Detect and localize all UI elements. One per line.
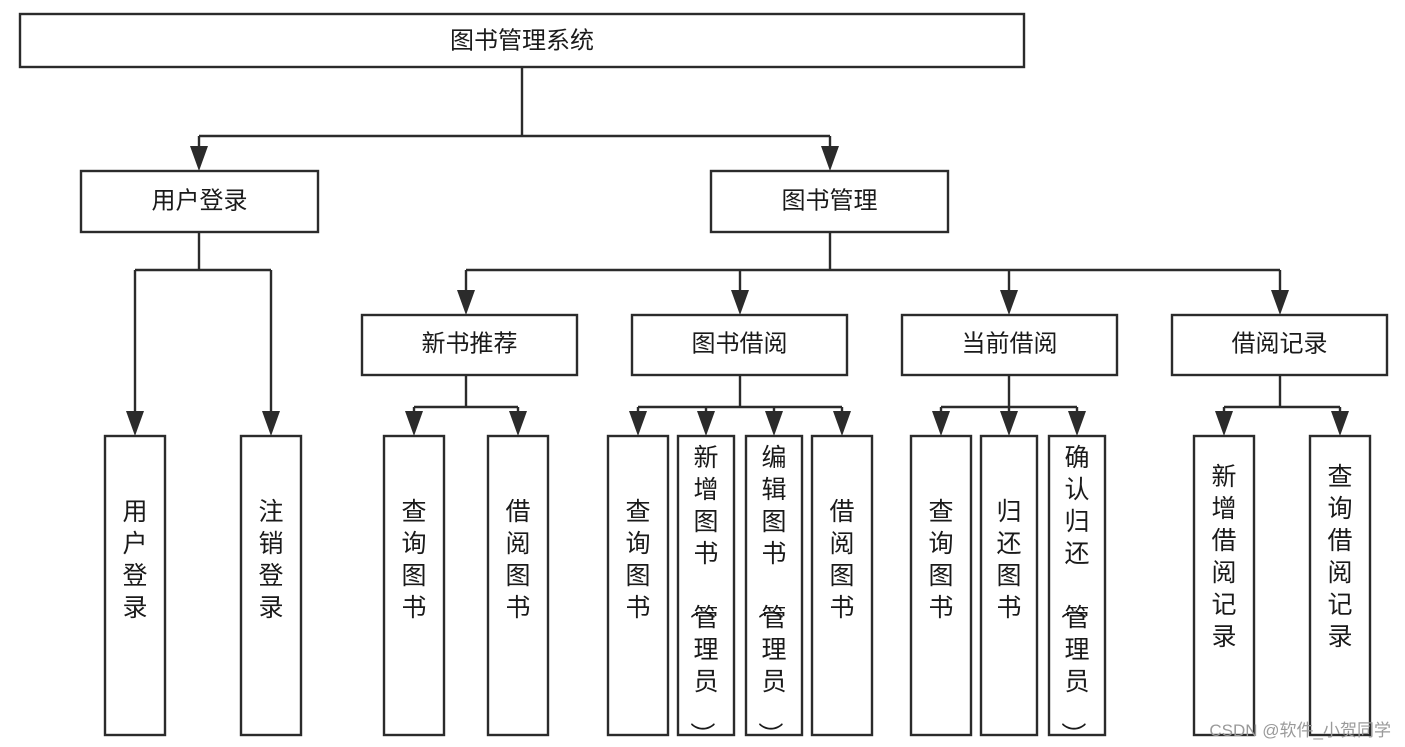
node-leaf-query-book-2-box[interactable]	[606, 434, 670, 737]
arrowhead-to-current-borrow	[1000, 290, 1018, 315]
arrowhead-to-leaf-borrow-book-1	[509, 411, 527, 436]
node-current-borrow-box[interactable]	[900, 313, 1119, 377]
node-leaf-user-login-label: 用户登录	[122, 498, 147, 622]
node-leaf-borrow-book-2-box[interactable]	[810, 434, 874, 737]
node-user-login[interactable]: 用户登录	[79, 169, 320, 234]
arrowhead-to-book-management	[821, 146, 839, 171]
node-book-management[interactable]: 图书管理	[709, 169, 950, 234]
node-user-login-box[interactable]	[79, 169, 320, 234]
node-new-book-recommend[interactable]: 新书推荐	[360, 313, 579, 377]
arrowhead-to-leaf-add-book	[697, 411, 715, 436]
node-leaf-query-book-2[interactable]: 查询图书	[606, 434, 670, 737]
node-book-management-box[interactable]	[709, 169, 950, 234]
node-root-label: 图书管理系统	[450, 27, 594, 54]
node-leaf-edit-book-box[interactable]	[744, 434, 804, 737]
node-leaf-user-login[interactable]: 用户登录	[103, 434, 167, 737]
node-leaf-user-logout-box[interactable]	[239, 434, 303, 737]
node-book-borrow-box[interactable]	[630, 313, 849, 377]
node-leaf-confirm-return[interactable]: 确认归还（管理员）	[1047, 434, 1107, 747]
arrowhead-to-leaf-edit-book	[765, 411, 783, 436]
node-borrow-record[interactable]: 借阅记录	[1170, 313, 1389, 377]
node-leaf-borrow-book-1-box[interactable]	[486, 434, 550, 737]
node-borrow-record-label: 借阅记录	[1232, 330, 1328, 357]
node-user-login-label: 用户登录	[152, 187, 248, 214]
node-leaf-query-book-3[interactable]: 查询图书	[909, 434, 973, 737]
arrowhead-to-leaf-query-book-1	[405, 411, 423, 436]
arrowhead-to-leaf-confirm-return	[1068, 411, 1086, 436]
arrowhead-to-leaf-add-record	[1215, 411, 1233, 436]
node-leaf-add-record[interactable]: 新增借阅记录	[1192, 434, 1256, 737]
node-leaf-query-record-label: 查询借阅记录	[1327, 463, 1352, 651]
connector-new-book-recommend-trunk	[412, 375, 520, 414]
node-leaf-edit-book[interactable]: 编辑图书（管理员）	[744, 434, 804, 747]
node-leaf-return-book-label: 归还图书	[996, 498, 1021, 622]
node-leaf-borrow-book-1-label: 借阅图书	[505, 498, 530, 622]
connector-book-management-trunk	[464, 232, 1282, 292]
node-root[interactable]: 图书管理系统	[18, 12, 1026, 69]
node-leaf-borrow-book-2-label: 借阅图书	[829, 498, 854, 622]
node-new-book-recommend-box[interactable]	[360, 313, 579, 377]
arrowhead-to-book-borrow	[731, 290, 749, 315]
node-leaf-confirm-return-label: 确认归还（管理员）	[1058, 444, 1089, 747]
arrowhead-to-leaf-borrow-book-2	[833, 411, 851, 436]
node-leaf-query-book-2-label: 查询图书	[625, 498, 650, 622]
connector-borrow-record-trunk	[1222, 375, 1342, 414]
node-current-borrow-label: 当前借阅	[962, 330, 1058, 357]
arrowhead-to-leaf-user-login	[126, 411, 144, 436]
connector-current-borrow-trunk	[939, 375, 1079, 414]
arrowhead-to-leaf-return-book	[1000, 411, 1018, 436]
node-leaf-return-book[interactable]: 归还图书	[979, 434, 1039, 737]
node-leaf-query-book-1-label: 查询图书	[401, 498, 426, 622]
node-book-borrow[interactable]: 图书借阅	[630, 313, 849, 377]
arrowhead-to-leaf-query-record	[1331, 411, 1349, 436]
node-current-borrow[interactable]: 当前借阅	[900, 313, 1119, 377]
node-leaf-edit-book-label: 编辑图书（管理员）	[755, 444, 786, 747]
node-leaf-query-book-1-box[interactable]	[382, 434, 446, 737]
node-leaf-add-book-box[interactable]	[676, 434, 736, 737]
node-leaf-borrow-book-2[interactable]: 借阅图书	[810, 434, 874, 737]
arrowhead-to-leaf-user-logout	[262, 411, 280, 436]
node-book-management-label: 图书管理	[782, 187, 878, 214]
node-leaf-query-book-1[interactable]: 查询图书	[382, 434, 446, 737]
connector-book-borrow-trunk	[636, 375, 844, 414]
node-leaf-add-book[interactable]: 新增图书（管理员）	[676, 434, 736, 747]
node-leaf-query-book-3-box[interactable]	[909, 434, 973, 737]
connector-user-login-trunk	[133, 232, 273, 412]
node-root-box[interactable]	[18, 12, 1026, 69]
node-leaf-add-record-box[interactable]	[1192, 434, 1256, 737]
node-leaf-borrow-book-1[interactable]: 借阅图书	[486, 434, 550, 737]
node-leaf-query-record-box[interactable]	[1308, 434, 1372, 737]
arrowhead-to-user-login	[190, 146, 208, 171]
node-leaf-user-login-box[interactable]	[103, 434, 167, 737]
node-leaf-return-book-box[interactable]	[979, 434, 1039, 737]
arrowhead-to-leaf-query-book-2	[629, 411, 647, 436]
node-leaf-user-logout-label: 注销登录	[258, 498, 283, 622]
arrowhead-to-borrow-record	[1271, 290, 1289, 315]
arrowhead-to-leaf-query-book-3	[932, 411, 950, 436]
node-new-book-recommend-label: 新书推荐	[422, 330, 518, 357]
arrowhead-to-new-book-recommend	[457, 290, 475, 315]
node-leaf-query-record[interactable]: 查询借阅记录	[1308, 434, 1372, 737]
node-borrow-record-box[interactable]	[1170, 313, 1389, 377]
node-book-borrow-label: 图书借阅	[692, 330, 788, 357]
node-leaf-confirm-return-box[interactable]	[1047, 434, 1107, 737]
node-leaf-add-book-label: 新增图书（管理员）	[687, 444, 718, 747]
connector-root-trunk	[197, 67, 832, 157]
node-leaf-query-book-3-label: 查询图书	[928, 498, 953, 622]
connector-layer	[126, 67, 1349, 436]
node-leaf-add-record-label: 新增借阅记录	[1211, 463, 1236, 651]
node-leaf-user-logout[interactable]: 注销登录	[239, 434, 303, 737]
